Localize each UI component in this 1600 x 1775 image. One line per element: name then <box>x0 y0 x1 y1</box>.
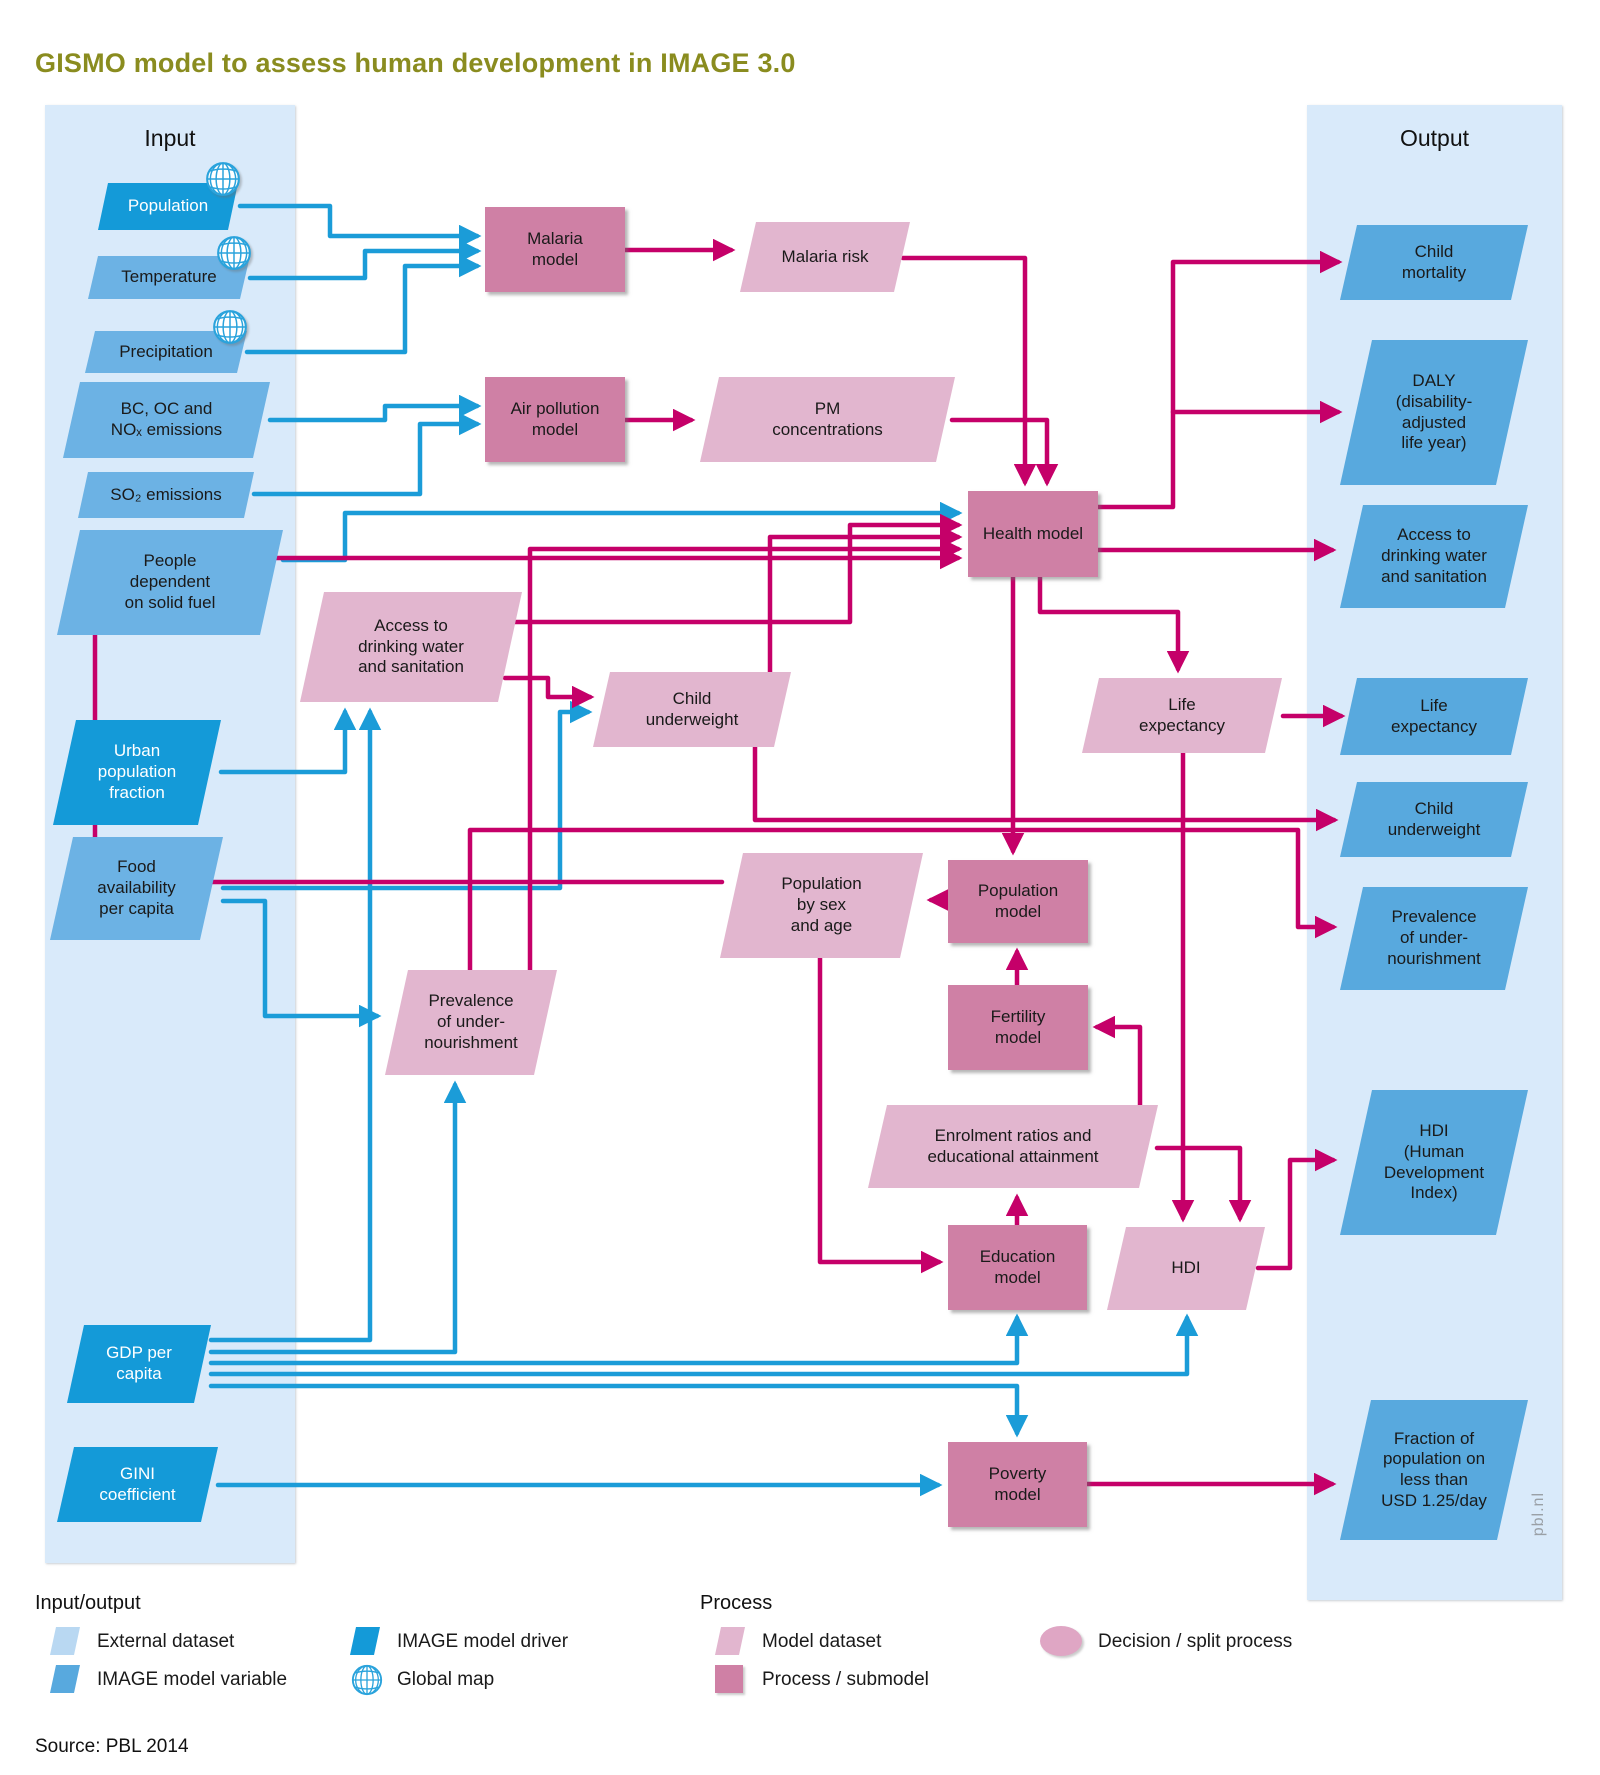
output-panel-label: Output <box>1399 125 1470 151</box>
dataset-access-drinking-water: Access to drinking water and sanitation <box>300 592 522 702</box>
output-access-label: Access to drinking water and sanitation <box>1381 525 1487 586</box>
life-expectancy-label: Life expectancy <box>1139 694 1225 735</box>
input-temperature-label: Temperature <box>121 267 217 287</box>
legend-process-header: Process <box>700 1592 773 1614</box>
legend-external-dataset-label: External dataset <box>97 1631 235 1652</box>
pm-concentrations-label: PM concentrations <box>772 398 883 439</box>
globe-icon <box>206 162 240 196</box>
legend-decision-swatch <box>1040 1626 1082 1656</box>
process-population-model: Population model <box>948 860 1088 943</box>
health-model-label: Health model <box>982 523 1084 543</box>
legend-model-variable-label: IMAGE model variable <box>97 1669 288 1690</box>
input-gdp-per-capita: GDP per capita <box>67 1325 211 1403</box>
input-gdp-label: GDP per capita <box>106 1343 172 1383</box>
input-so2-label: SO₂ emissions <box>110 484 222 504</box>
input-gini-label: GINI coefficient <box>99 1463 176 1504</box>
fertility-model-label: Fertility model <box>990 1006 1046 1047</box>
globe-icon <box>213 310 247 344</box>
output-fraction-label: Fraction of population on less than USD … <box>1381 1428 1487 1510</box>
process-fertility-model: Fertility model <box>948 985 1088 1070</box>
source-note: Source: PBL 2014 <box>35 1736 189 1757</box>
page-title: GISMO model to assess human development … <box>35 48 796 78</box>
process-health-model: Health model <box>968 491 1098 577</box>
input-precipitation: Precipitation <box>85 331 247 373</box>
output-child-underweight: Child underweight <box>1340 782 1528 857</box>
input-people-fuel-label: People dependent on solid fuel <box>124 551 216 612</box>
prevalence-undernourishment-label: Prevalence of under- nourishment <box>424 991 518 1052</box>
hdi-label: HDI <box>1171 1258 1201 1278</box>
output-child-underweight-label: Child underweight <box>1387 798 1481 839</box>
legend-decision-label: Decision / split process <box>1098 1631 1293 1652</box>
legend-model-dataset-label: Model dataset <box>762 1631 882 1652</box>
input-population-label: Population <box>127 196 209 216</box>
legend-model-driver-label: IMAGE model driver <box>397 1631 569 1652</box>
malaria-model-label: Malaria model <box>527 228 583 269</box>
dataset-population-by-sex-age: Population by sex and age <box>720 853 923 958</box>
process-malaria-model: Malaria model <box>485 207 625 292</box>
process-air-pollution-model: Air pollution model <box>485 377 625 462</box>
output-life-expectancy-label: Life expectancy <box>1391 695 1477 736</box>
process-flow-arrows <box>92 238 1346 1496</box>
input-precipitation-label: Precipitation <box>119 341 213 361</box>
process-education-model: Education model <box>948 1225 1087 1310</box>
output-child-mortality: Child mortality <box>1340 225 1528 300</box>
input-bc-oc-nox-emissions: BC, OC and NOₓ emissions <box>63 382 270 458</box>
globe-icon <box>351 1664 383 1696</box>
legend-global-map-label: Global map <box>397 1669 495 1690</box>
output-fraction-population-usd: Fraction of population on less than USD … <box>1340 1400 1528 1540</box>
output-daly-label: DALY (disability- adjusted life year) <box>1395 371 1473 453</box>
input-gini-coefficient: GINI coefficient <box>57 1447 218 1522</box>
output-hdi-label: HDI (Human Development Index) <box>1383 1121 1485 1203</box>
output-prevalence-label: Prevalence of under- nourishment <box>1387 907 1481 968</box>
dataset-pm-concentrations: PM concentrations <box>700 377 955 462</box>
dataset-enrolment-ratios: Enrolment ratios and educational attainm… <box>868 1105 1158 1188</box>
input-people-dependent-solid-fuel: People dependent on solid fuel <box>57 530 283 635</box>
input-panel-label: Input <box>144 125 196 151</box>
input-food-availability-per-capita: Food availability per capita <box>50 837 223 940</box>
poverty-model-label: Poverty model <box>988 1463 1047 1504</box>
child-underweight-label: Child underweight <box>645 688 739 729</box>
dataset-prevalence-undernourishment: Prevalence of under- nourishment <box>385 970 557 1075</box>
legend-process-submodel-label: Process / submodel <box>762 1669 929 1690</box>
air-pollution-model-label: Air pollution model <box>510 398 600 439</box>
output-access-drinking-water: Access to drinking water and sanitation <box>1340 505 1528 608</box>
legend-process-submodel-swatch <box>715 1665 743 1693</box>
process-poverty-model: Poverty model <box>948 1442 1087 1527</box>
output-daly: DALY (disability- adjusted life year) <box>1340 340 1528 485</box>
input-urban-pop-label: Urban population fraction <box>97 741 177 802</box>
enrolment-ratios-label: Enrolment ratios and educational attainm… <box>927 1125 1099 1166</box>
output-life-expectancy: Life expectancy <box>1340 678 1528 755</box>
dataset-child-underweight: Child underweight <box>593 672 791 747</box>
dataset-life-expectancy: Life expectancy <box>1082 678 1282 753</box>
output-hdi: HDI (Human Development Index) <box>1340 1090 1528 1235</box>
input-food-avail-label: Food availability per capita <box>97 857 176 918</box>
globe-icon <box>217 236 251 270</box>
malaria-risk-label: Malaria risk <box>781 246 869 266</box>
legend-io-header: Input/output <box>35 1592 141 1614</box>
pbl-watermark: pbl.nl <box>1530 1492 1547 1537</box>
output-prevalence-undernourishment: Prevalence of under- nourishment <box>1340 887 1528 990</box>
dataset-malaria-risk: Malaria risk <box>740 222 910 292</box>
dataset-hdi: HDI <box>1107 1227 1265 1310</box>
population-model-label: Population model <box>977 880 1059 921</box>
population-by-sex-age-label: Population by sex and age <box>781 874 862 935</box>
education-model-label: Education model <box>979 1246 1056 1287</box>
input-urban-population-fraction: Urban population fraction <box>53 720 221 825</box>
access-drinking-water-label: Access to drinking water and sanitation <box>358 615 464 677</box>
input-so2-emissions: SO₂ emissions <box>78 472 254 518</box>
output-child-mortality-label: Child mortality <box>1401 241 1467 282</box>
input-bc-oc-nox-label: BC, OC and NOₓ emissions <box>110 399 223 439</box>
